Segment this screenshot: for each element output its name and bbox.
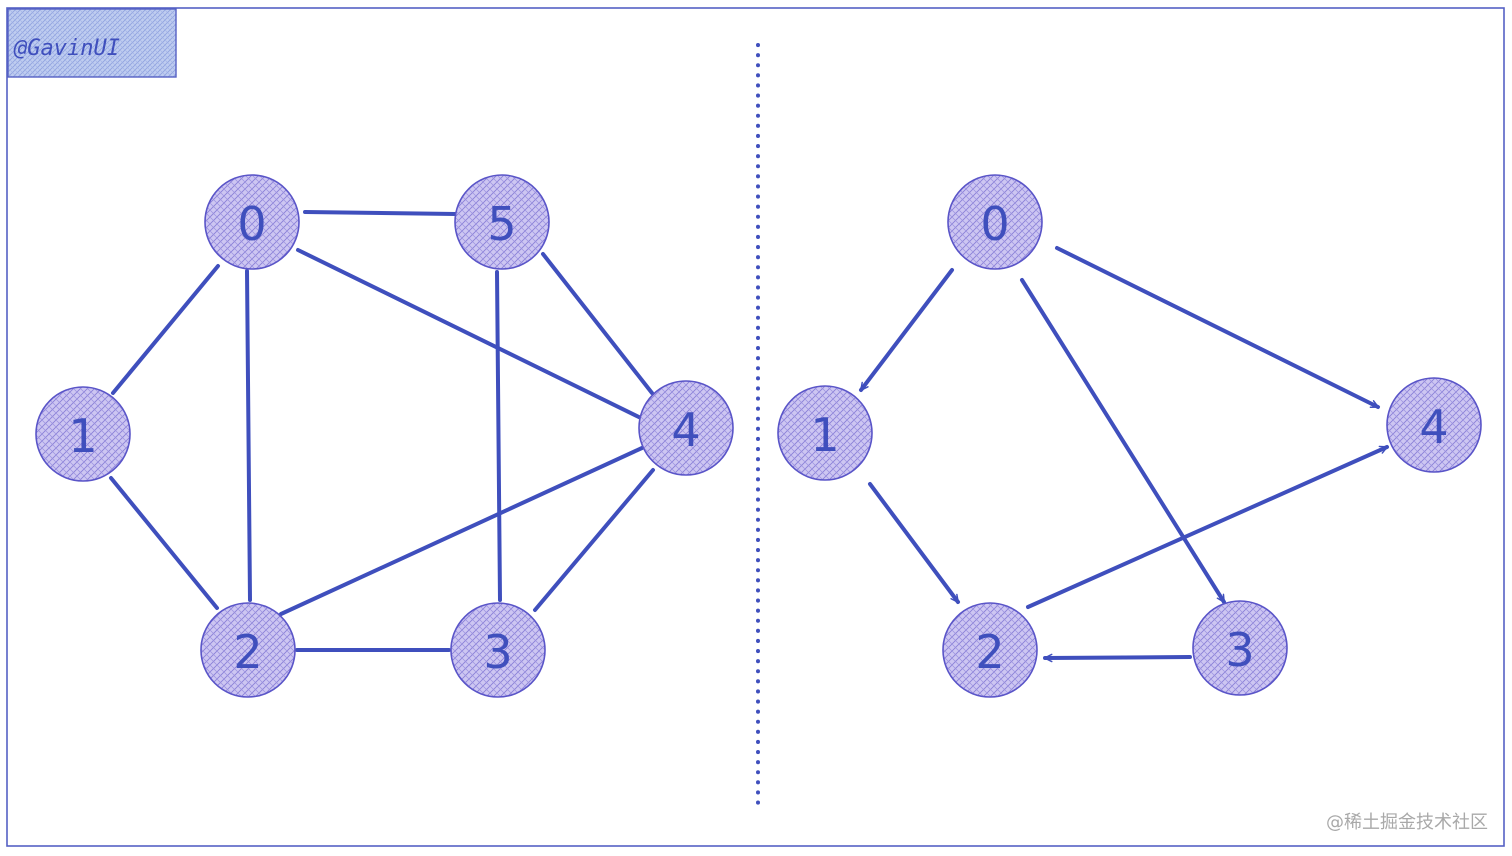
edge-0-5 [303,210,458,216]
arc-0-3 [1020,278,1226,604]
edge-0-4 [296,248,647,422]
directed-graph: 0 1 4 2 3 [777,174,1482,698]
node-circle [35,386,131,482]
node-label: 4 [1419,400,1448,454]
node-circle [638,380,734,476]
arc-3-2 [1043,653,1192,663]
node-circle [200,602,296,698]
author-tag-box [7,8,177,78]
node-label: 3 [1225,623,1254,677]
node-circle [947,174,1043,270]
outer-frame [6,7,1505,847]
node-4: 4 [638,380,734,476]
node-label: 0 [237,197,266,251]
arc-0-4 [1055,246,1380,409]
node-3: 3 [450,602,546,698]
edge-2-4 [279,446,644,616]
node-0: 0 [204,174,300,270]
edge-1-2 [109,476,219,610]
node-label: 0 [980,197,1009,251]
node-1: 1 [777,385,873,481]
arc-2-4 [1026,445,1389,609]
node-label: 2 [233,625,262,679]
node-label: 2 [975,625,1004,679]
watermark: @稀土掘金技术社区 [1326,812,1488,833]
edge-5-4 [541,252,654,395]
node-circle [1192,600,1288,696]
edge-5-3 [495,270,502,602]
edge-3-4 [533,468,655,612]
node-5: 5 [454,174,550,270]
arc-1-2 [868,482,960,604]
node-label: 1 [810,408,839,462]
node-circle [777,385,873,481]
node-3: 3 [1192,600,1288,696]
node-label: 1 [68,409,97,463]
author-tag: @GavinUI [7,8,177,78]
node-circle [1386,377,1482,473]
undirected-graph: 0 5 1 4 2 3 [35,174,734,698]
node-label: 3 [483,625,512,679]
node-circle [450,602,546,698]
node-1: 1 [35,386,131,482]
node-4: 4 [1386,377,1482,473]
node-2: 2 [200,602,296,698]
node-circle [942,602,1038,698]
node-circle [454,174,550,270]
node-circle [204,174,300,270]
edge-0-1 [111,264,220,395]
node-0: 0 [947,174,1043,270]
node-2: 2 [942,602,1038,698]
edge-0-2 [245,269,252,602]
author-tag-text: @GavinUI [13,36,120,61]
node-label: 4 [671,403,700,457]
arc-0-1 [859,268,954,392]
node-label: 5 [487,197,516,251]
